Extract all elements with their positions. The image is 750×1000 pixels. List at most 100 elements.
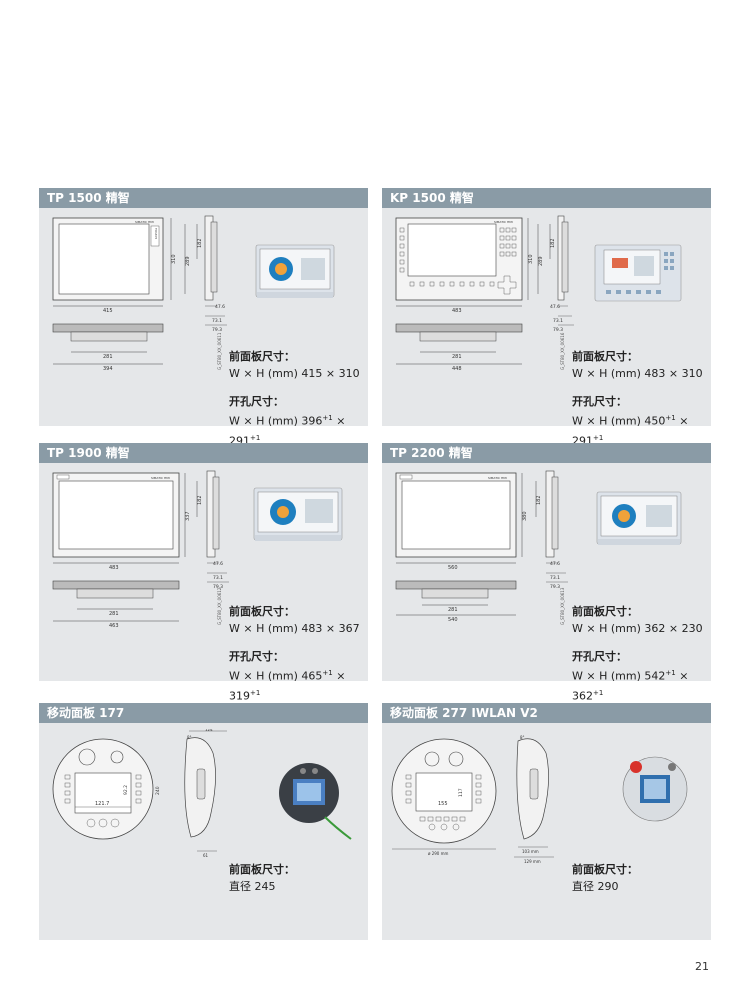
panel-mobile-177: 移动面板 177 121.7 92.2 240 124 8° 61 前面板尺寸：…: [39, 703, 368, 940]
device-photo: [594, 244, 682, 302]
brand-label: SIMATIC HMI: [494, 220, 513, 224]
dim-diameter: 240: [155, 786, 161, 795]
front-size-label: 前面板尺寸：: [229, 605, 295, 618]
dim-inner: 289: [538, 256, 544, 266]
front-size: 直径 245: [229, 880, 276, 893]
svg-text:281: 281: [109, 611, 119, 617]
dim-mid: 182: [197, 238, 203, 248]
dim-width: 560: [448, 565, 458, 571]
panel-tp2200: TP 2200 精智 SIMATIC HMI 560 380 182 47.6 …: [382, 443, 711, 702]
panel-title: TP 1900 精智: [39, 443, 368, 463]
dim-diameter: ø 290 mm: [428, 851, 449, 856]
spec-block: 前面板尺寸： W × H (mm) 483 × 367 开孔尺寸： W × H …: [229, 603, 368, 704]
panel-kp1500: KP 1500 精智 SIMATIC HMI 483 310 289 182 4…: [382, 188, 711, 447]
cutout-label: 开孔尺寸：: [229, 650, 284, 663]
dim-mid: 182: [536, 495, 542, 505]
cutout-label: 开孔尺寸：: [229, 395, 284, 408]
brand-label: SIMATIC HMI: [488, 476, 507, 480]
drawing-code: G_ST80_XX_00613: [560, 587, 565, 625]
dimension-drawing: 155 117 ø 290 mm 8° 103 mm 129 mm: [391, 735, 554, 864]
spec-block: 前面板尺寸： W × H (mm) 362 × 230 开孔尺寸： W × H …: [572, 603, 711, 704]
svg-text:281: 281: [103, 354, 113, 360]
device-photo: [279, 763, 352, 840]
svg-text:73.1: 73.1: [550, 575, 560, 581]
dim-mid: 182: [550, 238, 556, 248]
dimension-drawing: SIMATIC HMI 560 380 182 47.6 73.1 79.3 2…: [395, 470, 568, 623]
cutout-size: W × H (mm) 542+1 × 362+1: [572, 669, 689, 703]
dim-angle: 8°: [520, 735, 525, 740]
svg-text:73.1: 73.1: [553, 318, 563, 324]
front-size: W × H (mm) 415 × 310: [229, 367, 360, 380]
dimension-drawing: 121.7 92.2 240 124 8° 61: [52, 729, 227, 858]
front-size-label: 前面板尺寸：: [572, 863, 638, 876]
svg-text:540: 540: [448, 617, 458, 623]
dim-side-bottom: 61: [203, 853, 209, 858]
svg-text:79.3: 79.3: [553, 327, 563, 333]
panel-tp1500: TP 1500 精智 SIMATIC HMI TOUCH 415 310 289…: [39, 188, 368, 447]
dim-angle: 8°: [187, 735, 192, 740]
dim-height: 337: [185, 511, 191, 521]
drawing-code: G_ST80_XX_00616: [560, 332, 565, 370]
svg-text:79.3: 79.3: [213, 584, 223, 590]
front-size: 直径 290: [572, 880, 619, 893]
device-photo: [255, 244, 335, 298]
panel-title: KP 1500 精智: [382, 188, 711, 208]
drawing-code: G_ST80_XX_00611: [217, 332, 222, 370]
dim-width: 483: [452, 308, 462, 314]
spec-block: 前面板尺寸： 直径 245: [229, 861, 295, 895]
page-number: 21: [695, 960, 709, 973]
svg-text:73.1: 73.1: [212, 318, 222, 324]
spec-block: 前面板尺寸： W × H (mm) 483 × 310 开孔尺寸： W × H …: [572, 348, 711, 449]
svg-text:448: 448: [452, 366, 462, 372]
dim-side-2: 129 mm: [524, 859, 541, 864]
front-size-label: 前面板尺寸：: [229, 350, 295, 363]
svg-text:394: 394: [103, 366, 113, 372]
front-size-label: 前面板尺寸：: [229, 863, 295, 876]
panel-title: 移动面板 177: [39, 703, 368, 723]
dim-width: 155: [438, 801, 448, 807]
dimension-drawing: SIMATIC HMI 483 310 289 182 47.6 73.1 79…: [395, 215, 574, 372]
svg-text:79.3: 79.3: [212, 327, 222, 333]
cutout-size: W × H (mm) 465+1 × 319+1: [229, 669, 346, 703]
panel-title: TP 1500 精智: [39, 188, 368, 208]
front-size-label: 前面板尺寸：: [572, 605, 638, 618]
front-size-label: 前面板尺寸：: [572, 350, 638, 363]
svg-text:47.6: 47.6: [213, 561, 223, 567]
dim-width: 415: [103, 308, 113, 314]
brand-label: SIMATIC HMI: [135, 220, 154, 224]
dim-mid: 182: [197, 495, 203, 505]
dim-side-1: 103 mm: [522, 849, 539, 854]
svg-text:463: 463: [109, 623, 119, 629]
front-size: W × H (mm) 483 × 310: [572, 367, 703, 380]
dim-width: 483: [109, 565, 119, 571]
dim-height: 92.2: [123, 785, 129, 795]
cutout-label: 开孔尺寸：: [572, 650, 627, 663]
device-photo: [253, 487, 343, 541]
spec-block: 前面板尺寸： W × H (mm) 415 × 310 开孔尺寸： W × H …: [229, 348, 368, 449]
dim-inner: 289: [185, 256, 191, 266]
panel-title: TP 2200 精智: [382, 443, 711, 463]
dimension-drawing: SIMATIC HMI 483 337 182 47.6 73.1 79.3 2…: [52, 470, 229, 629]
svg-text:79.3: 79.3: [550, 584, 560, 590]
device-photo: [622, 756, 688, 822]
svg-text:47.6: 47.6: [550, 561, 560, 567]
svg-text:47.6: 47.6: [215, 304, 225, 310]
front-size: W × H (mm) 362 × 230: [572, 622, 703, 635]
dim-height: 380: [522, 511, 528, 521]
side-label: TOUCH: [154, 227, 158, 239]
dim-height: 310: [171, 254, 177, 264]
dimension-drawing: SIMATIC HMI TOUCH 415 310 289 182 47.6 7…: [52, 215, 227, 372]
device-photo: [596, 491, 682, 545]
spec-block: 前面板尺寸： 直径 290: [572, 861, 638, 895]
dim-height: 310: [528, 254, 534, 264]
svg-text:281: 281: [448, 607, 458, 613]
svg-text:73.1: 73.1: [213, 575, 223, 581]
svg-text:281: 281: [452, 354, 462, 360]
drawing-code: G_ST80_XX_00612: [217, 587, 222, 625]
dim-side-top: 124: [205, 729, 213, 732]
cutout-label: 开孔尺寸：: [572, 395, 627, 408]
front-size: W × H (mm) 483 × 367: [229, 622, 360, 635]
dim-width: 121.7: [95, 801, 109, 807]
panel-title: 移动面板 277 IWLAN V2: [382, 703, 711, 723]
dim-height: 117: [458, 788, 464, 797]
